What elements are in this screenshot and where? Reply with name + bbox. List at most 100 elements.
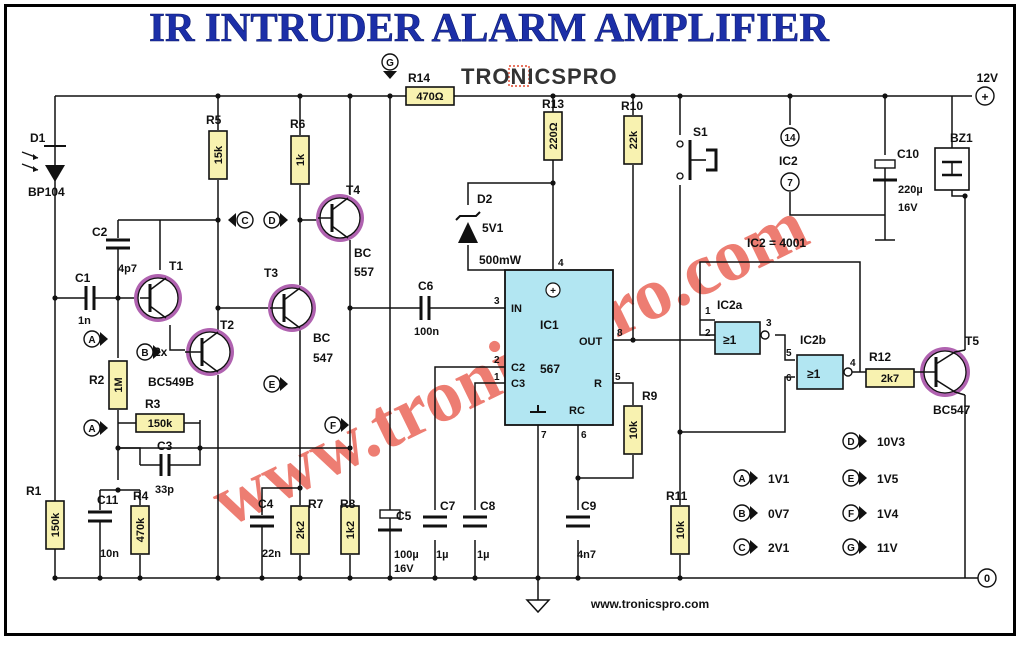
ic1-567-tone-decoder: + IN IC1 OUT C2 567 C3 R RC 3 4 2 1 8 5 … — [494, 258, 623, 441]
test-point-a2: A — [83, 419, 108, 437]
svg-text:C4: C4 — [258, 497, 274, 511]
c4-capacitor: C4 22n — [250, 497, 281, 560]
svg-text:BC: BC — [313, 331, 331, 345]
legend-b: B 0V7 — [733, 504, 790, 522]
logo-text: TRONICSPRO — [461, 64, 618, 89]
ic2-power-pins: 14 IC2 7 IC2 = 4001 — [747, 127, 806, 250]
svg-text:R10: R10 — [621, 99, 643, 113]
svg-text:RC: RC — [569, 405, 585, 417]
svg-text:4: 4 — [850, 358, 856, 369]
svg-text:2V1: 2V1 — [768, 541, 790, 555]
svg-text:567: 567 — [540, 362, 560, 376]
legend-f: F 1V4 — [842, 504, 899, 522]
svg-text:R12: R12 — [869, 350, 891, 364]
supply-plus-terminal: + 12V — [975, 71, 998, 106]
r11-resistor: 10k R11 — [666, 489, 690, 555]
svg-text:R7: R7 — [308, 497, 324, 511]
svg-text:≥1: ≥1 — [723, 333, 737, 347]
t1-transistor: T1 — [134, 259, 183, 322]
svg-text:6: 6 — [581, 430, 587, 441]
svg-text:10n: 10n — [100, 548, 119, 560]
svg-text:5: 5 — [615, 372, 621, 383]
svg-text:IC2b: IC2b — [800, 333, 826, 347]
svg-text:G: G — [386, 58, 394, 69]
svg-text:C6: C6 — [418, 279, 434, 293]
svg-text:100µ: 100µ — [394, 549, 419, 561]
svg-text:C2: C2 — [511, 362, 525, 374]
svg-text:T2: T2 — [220, 318, 234, 332]
node-dots — [52, 93, 968, 581]
svg-text:IC2a: IC2a — [717, 298, 743, 312]
wiring — [54, 95, 978, 614]
svg-text:12V: 12V — [977, 71, 998, 85]
svg-text:10V3: 10V3 — [877, 435, 905, 449]
footer-url: www.tronicspro.com — [590, 597, 709, 611]
test-point-c: C — [228, 211, 254, 229]
r7-resistor: 2k2 R7 — [290, 497, 324, 555]
c7-capacitor: C7 1µ — [423, 499, 456, 561]
svg-text:R9: R9 — [642, 389, 658, 403]
legend-a: A 1V1 — [733, 469, 790, 487]
svg-text:C3: C3 — [511, 378, 525, 390]
svg-text:5V1: 5V1 — [482, 221, 504, 235]
svg-text:150k: 150k — [148, 418, 173, 430]
r5-resistor: 15k R5 — [206, 113, 228, 180]
svg-text:15k: 15k — [213, 145, 225, 164]
d2-zener-diode: D2 5V1 500mW — [455, 192, 522, 267]
svg-text:F: F — [330, 421, 336, 432]
c3-capacitor: C3 33p — [140, 439, 190, 496]
svg-text:D: D — [847, 437, 854, 448]
svg-text:IC1: IC1 — [540, 318, 559, 332]
svg-text:C1: C1 — [75, 271, 91, 285]
t4-transistor: T4 BC 557 — [316, 183, 374, 279]
border-frame — [4, 4, 1016, 636]
test-point-b: B — [136, 343, 161, 361]
svg-text:7: 7 — [787, 178, 793, 189]
svg-text:D: D — [268, 216, 275, 227]
supply-zero-terminal: 0 — [977, 568, 997, 588]
svg-text:C11: C11 — [97, 493, 119, 507]
svg-text:R3: R3 — [145, 397, 161, 411]
svg-text:4n7: 4n7 — [577, 549, 596, 561]
svg-text:C10: C10 — [897, 147, 919, 161]
svg-text:R2: R2 — [89, 373, 105, 387]
r14-resistor: 470Ω R14 — [405, 71, 455, 106]
svg-text:1n: 1n — [78, 315, 91, 327]
svg-text:547: 547 — [313, 351, 333, 365]
svg-text:2: 2 — [494, 355, 500, 366]
svg-text:R1: R1 — [26, 484, 42, 498]
svg-text:11V: 11V — [877, 541, 898, 555]
svg-text:0: 0 — [984, 573, 990, 585]
svg-text:1k: 1k — [295, 153, 307, 166]
test-point-a1: A — [83, 330, 108, 348]
svg-text:C8: C8 — [480, 499, 496, 513]
r9-resistor: 10k R9 — [623, 389, 658, 455]
svg-text:+: + — [981, 90, 988, 104]
c10-capacitor: C10 220µ 16V — [873, 147, 923, 214]
r8-resistor: 1k2 R8 — [340, 497, 360, 555]
svg-text:4p7: 4p7 — [118, 263, 137, 275]
svg-text:220µ: 220µ — [898, 184, 923, 196]
svg-text:16V: 16V — [898, 202, 918, 214]
r10-resistor: 22k R10 — [621, 99, 643, 165]
t3-transistor: T3 BC 547 — [264, 266, 333, 365]
svg-text:BC547: BC547 — [933, 403, 971, 417]
r3-resistor: 150k R3 — [118, 397, 200, 433]
svg-text:R: R — [594, 378, 602, 390]
svg-text:3: 3 — [494, 296, 500, 307]
svg-text:6: 6 — [786, 373, 792, 384]
svg-text:BZ1: BZ1 — [950, 131, 973, 145]
svg-text:500mW: 500mW — [479, 253, 522, 267]
r1-resistor: 150k R1 — [26, 484, 65, 550]
c6-capacitor: C6 100n — [414, 279, 439, 338]
svg-text:7: 7 — [541, 430, 547, 441]
svg-text:T5: T5 — [965, 334, 979, 348]
s1-pushbutton: S1 — [676, 125, 718, 180]
tronicspro-logo: TRONICSPRO — [461, 64, 618, 89]
svg-text:1V4: 1V4 — [877, 507, 899, 521]
ic2b-nor-gate: ≥1 IC2b 5 6 4 — [786, 333, 862, 390]
r12-resistor: 2k7 R12 — [865, 350, 915, 388]
test-point-e: E — [263, 375, 288, 393]
svg-text:16V: 16V — [394, 563, 414, 575]
svg-text:R6: R6 — [290, 117, 306, 131]
